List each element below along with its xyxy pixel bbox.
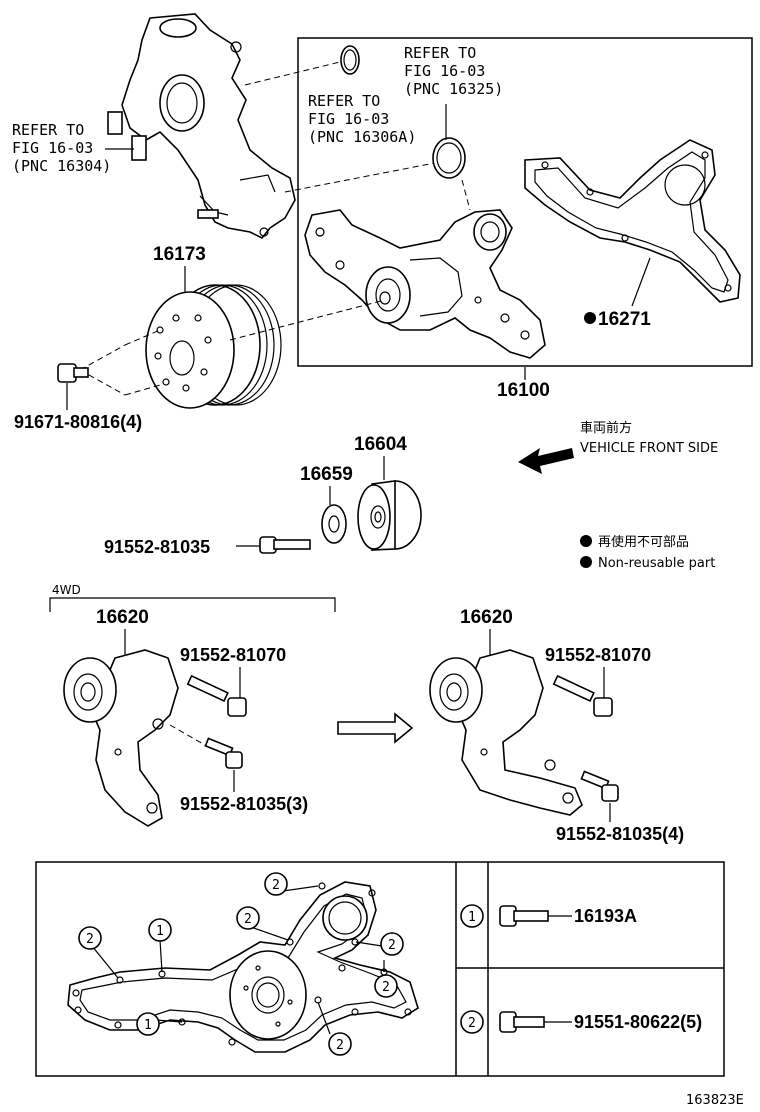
callout-2-f: 2 (317, 1001, 352, 1056)
part-91551-80622: 91551-80622(5) (574, 1012, 702, 1032)
part-16271: 16271 (598, 309, 651, 330)
callout-2-d: 2 (355, 932, 404, 956)
nonreusable-legend-dot-icon (580, 535, 592, 547)
nonreuse-jp: 再使用不可部品 (598, 534, 689, 550)
idler-plate-washer (321, 504, 347, 544)
callout-2-e: 2 (374, 960, 398, 998)
svg-text:2: 2 (86, 932, 94, 947)
svg-text:2: 2 (336, 1038, 344, 1053)
svg-text:1: 1 (468, 910, 476, 925)
bolt-91552-81035 (259, 536, 311, 554)
callout-1-a: 1 (148, 918, 172, 973)
bolt-91552-81035-4 (580, 770, 619, 802)
svg-text:2: 2 (244, 912, 252, 927)
vehicle-front-arrow-icon (518, 448, 574, 474)
part-16659: 16659 (300, 464, 353, 485)
nonreusable-legend-dot-icon-2 (580, 556, 592, 568)
bolt-91552-81035-3 (204, 737, 243, 769)
callout-2-a: 2 (264, 872, 319, 896)
nonreusable-dot-16271 (584, 312, 596, 324)
diagram-id: 163823E (686, 1093, 744, 1108)
part-16604: 16604 (354, 434, 407, 455)
nonreuse-en: Non-reusable part (598, 556, 715, 571)
bolt-91552-81070-right (552, 674, 613, 717)
part-91671: 91671-80816(4) (14, 412, 142, 432)
label-4wd: 4WD (52, 583, 81, 597)
refer-b-line1: REFER TO (308, 92, 380, 110)
part-91552-81070-right: 91552-81070 (545, 645, 651, 665)
water-pump-gasket (524, 139, 741, 303)
svg-text:2: 2 (388, 938, 396, 953)
refer-a-line1: REFER TO (12, 121, 84, 139)
front-jp: 車両前方 (580, 420, 632, 436)
o-ring-large (432, 137, 466, 179)
water-pump-assembly (304, 209, 546, 359)
part-16173: 16173 (153, 244, 206, 265)
refer-c-line1: REFER TO (404, 44, 476, 62)
refer-c-line2: FIG 16-03 (404, 62, 485, 80)
svg-text:2: 2 (468, 1016, 476, 1031)
part-16620-right: 16620 (460, 607, 513, 628)
svg-text:2: 2 (272, 878, 280, 893)
water-pump-pulley (145, 284, 282, 409)
callout-1-b: 1 (136, 1012, 183, 1036)
water-inlet-housing (107, 13, 296, 240)
part-91552-81035-3: 91552-81035(3) (180, 794, 308, 814)
part-16100: 16100 (497, 380, 550, 401)
part-91552-81070-left: 91552-81070 (180, 645, 286, 665)
transition-arrow-icon (337, 712, 414, 744)
callout-2-b: 2 (236, 906, 289, 941)
bolt-location-box (35, 861, 725, 1077)
refer-b-line2: FIG 16-03 (308, 110, 389, 128)
front-en: VEHICLE FRONT SIDE (580, 441, 718, 456)
table-row-1: 1 16193A (460, 904, 637, 928)
refer-a-line2: FIG 16-03 (12, 139, 93, 157)
idler-pulley (357, 480, 422, 551)
svg-text:2: 2 (382, 980, 390, 995)
callout-2-c: 2 (78, 926, 119, 979)
svg-text:1: 1 (144, 1018, 152, 1033)
water-pump-group-box (297, 37, 753, 367)
bolt-91552-81070-left (186, 674, 247, 717)
table-row-2: 2 91551-80622(5) (460, 1010, 702, 1034)
part-91552-81035-4: 91552-81035(4) (556, 824, 684, 844)
part-16193A: 16193A (574, 906, 637, 926)
svg-text:1: 1 (156, 924, 164, 939)
part-91552-81035: 91552-81035 (104, 537, 210, 557)
refer-a-line3: (PNC 16304) (12, 157, 111, 175)
refer-c-line3: (PNC 16325) (404, 80, 503, 98)
part-16620-left: 16620 (96, 607, 149, 628)
tensioner-left (63, 649, 179, 827)
refer-b-line3: (PNC 16306A) (308, 128, 416, 146)
pump-gasket-outline (67, 881, 419, 1053)
tensioner-right (429, 649, 583, 816)
bolt-91671 (57, 363, 89, 383)
